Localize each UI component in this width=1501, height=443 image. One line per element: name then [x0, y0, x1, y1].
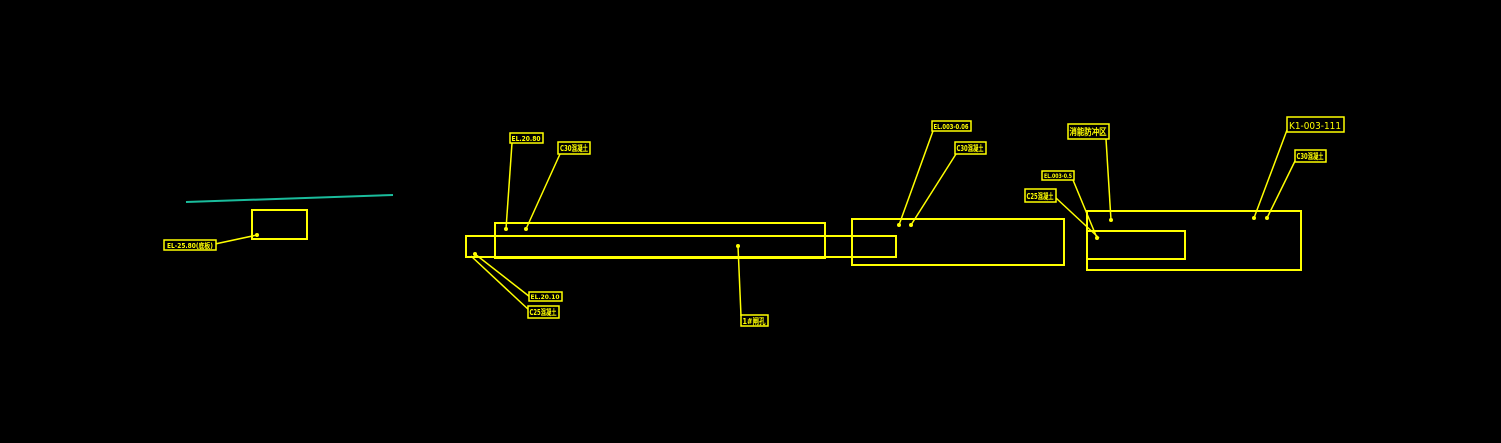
main-body-inner — [465, 235, 897, 258]
leader-right-code — [1253, 129, 1288, 219]
label-box — [954, 141, 987, 155]
label-main-top-grade: C30混凝土 — [560, 143, 588, 153]
label-mid-elev: EL.003-0.06 — [934, 123, 969, 131]
label-box — [1067, 123, 1110, 140]
arrow-dot — [255, 233, 259, 237]
label-box — [527, 305, 560, 319]
arrow-dot — [736, 244, 740, 248]
label-box — [1041, 170, 1075, 181]
leader-left-block — [214, 234, 258, 245]
middle-block — [851, 218, 1065, 266]
leader-right-grade-left — [1055, 197, 1100, 239]
label-right-grade-right: C30混凝土 — [1297, 151, 1324, 161]
arrow-dot — [504, 227, 508, 231]
arrow-dot — [524, 227, 528, 231]
label-main-top-elev: EL.20.80 — [512, 135, 541, 143]
leader-right-grade-right — [1266, 158, 1297, 219]
label-right-elev: EL.003-0.5 — [1044, 173, 1072, 180]
label-main-bottom-elev: EL.20.10 — [531, 294, 560, 301]
label-right-code: K1-003-111 — [1289, 121, 1341, 132]
label-mid-grade: C30混凝土 — [957, 143, 984, 153]
label-box — [163, 239, 217, 251]
leader-main-top-grade — [525, 153, 561, 230]
label-right-section: 消能防冲区 — [1070, 126, 1107, 138]
label-box — [1286, 116, 1345, 133]
right-block-inner — [1086, 230, 1186, 260]
leader-right-elev — [1072, 179, 1098, 239]
label-box — [740, 314, 769, 327]
label-box — [528, 291, 563, 302]
label-main-bottom-grade: C25混凝土 — [530, 307, 557, 317]
label-left-block: EL-25.80(底板) — [167, 241, 213, 250]
arrow-dot — [1095, 236, 1099, 240]
left-block — [251, 209, 308, 240]
arrow-dot — [1252, 216, 1256, 220]
label-box — [1294, 149, 1327, 163]
leader-mid-elev — [898, 130, 934, 226]
teal-reference-line — [185, 194, 394, 203]
leader-main-bottom-grade — [470, 255, 531, 312]
arrow-dot — [897, 223, 901, 227]
leader-mid-grade — [910, 153, 957, 226]
label-box — [509, 132, 544, 144]
arrow-dot — [1109, 218, 1113, 222]
arrow-dot — [473, 252, 477, 256]
label-main-center: 1#闸孔 — [743, 316, 766, 326]
arrow-dot — [1265, 216, 1269, 220]
label-right-grade-left: C25混凝土 — [1027, 191, 1054, 201]
label-box — [931, 120, 972, 132]
label-box — [1024, 188, 1057, 203]
leader-main-center — [737, 245, 742, 317]
leader-main-top-elev — [505, 142, 513, 230]
leader-right-section — [1105, 138, 1112, 221]
label-box — [557, 141, 591, 155]
leader-main-bottom-elev — [474, 253, 531, 298]
arrow-dot — [909, 223, 913, 227]
